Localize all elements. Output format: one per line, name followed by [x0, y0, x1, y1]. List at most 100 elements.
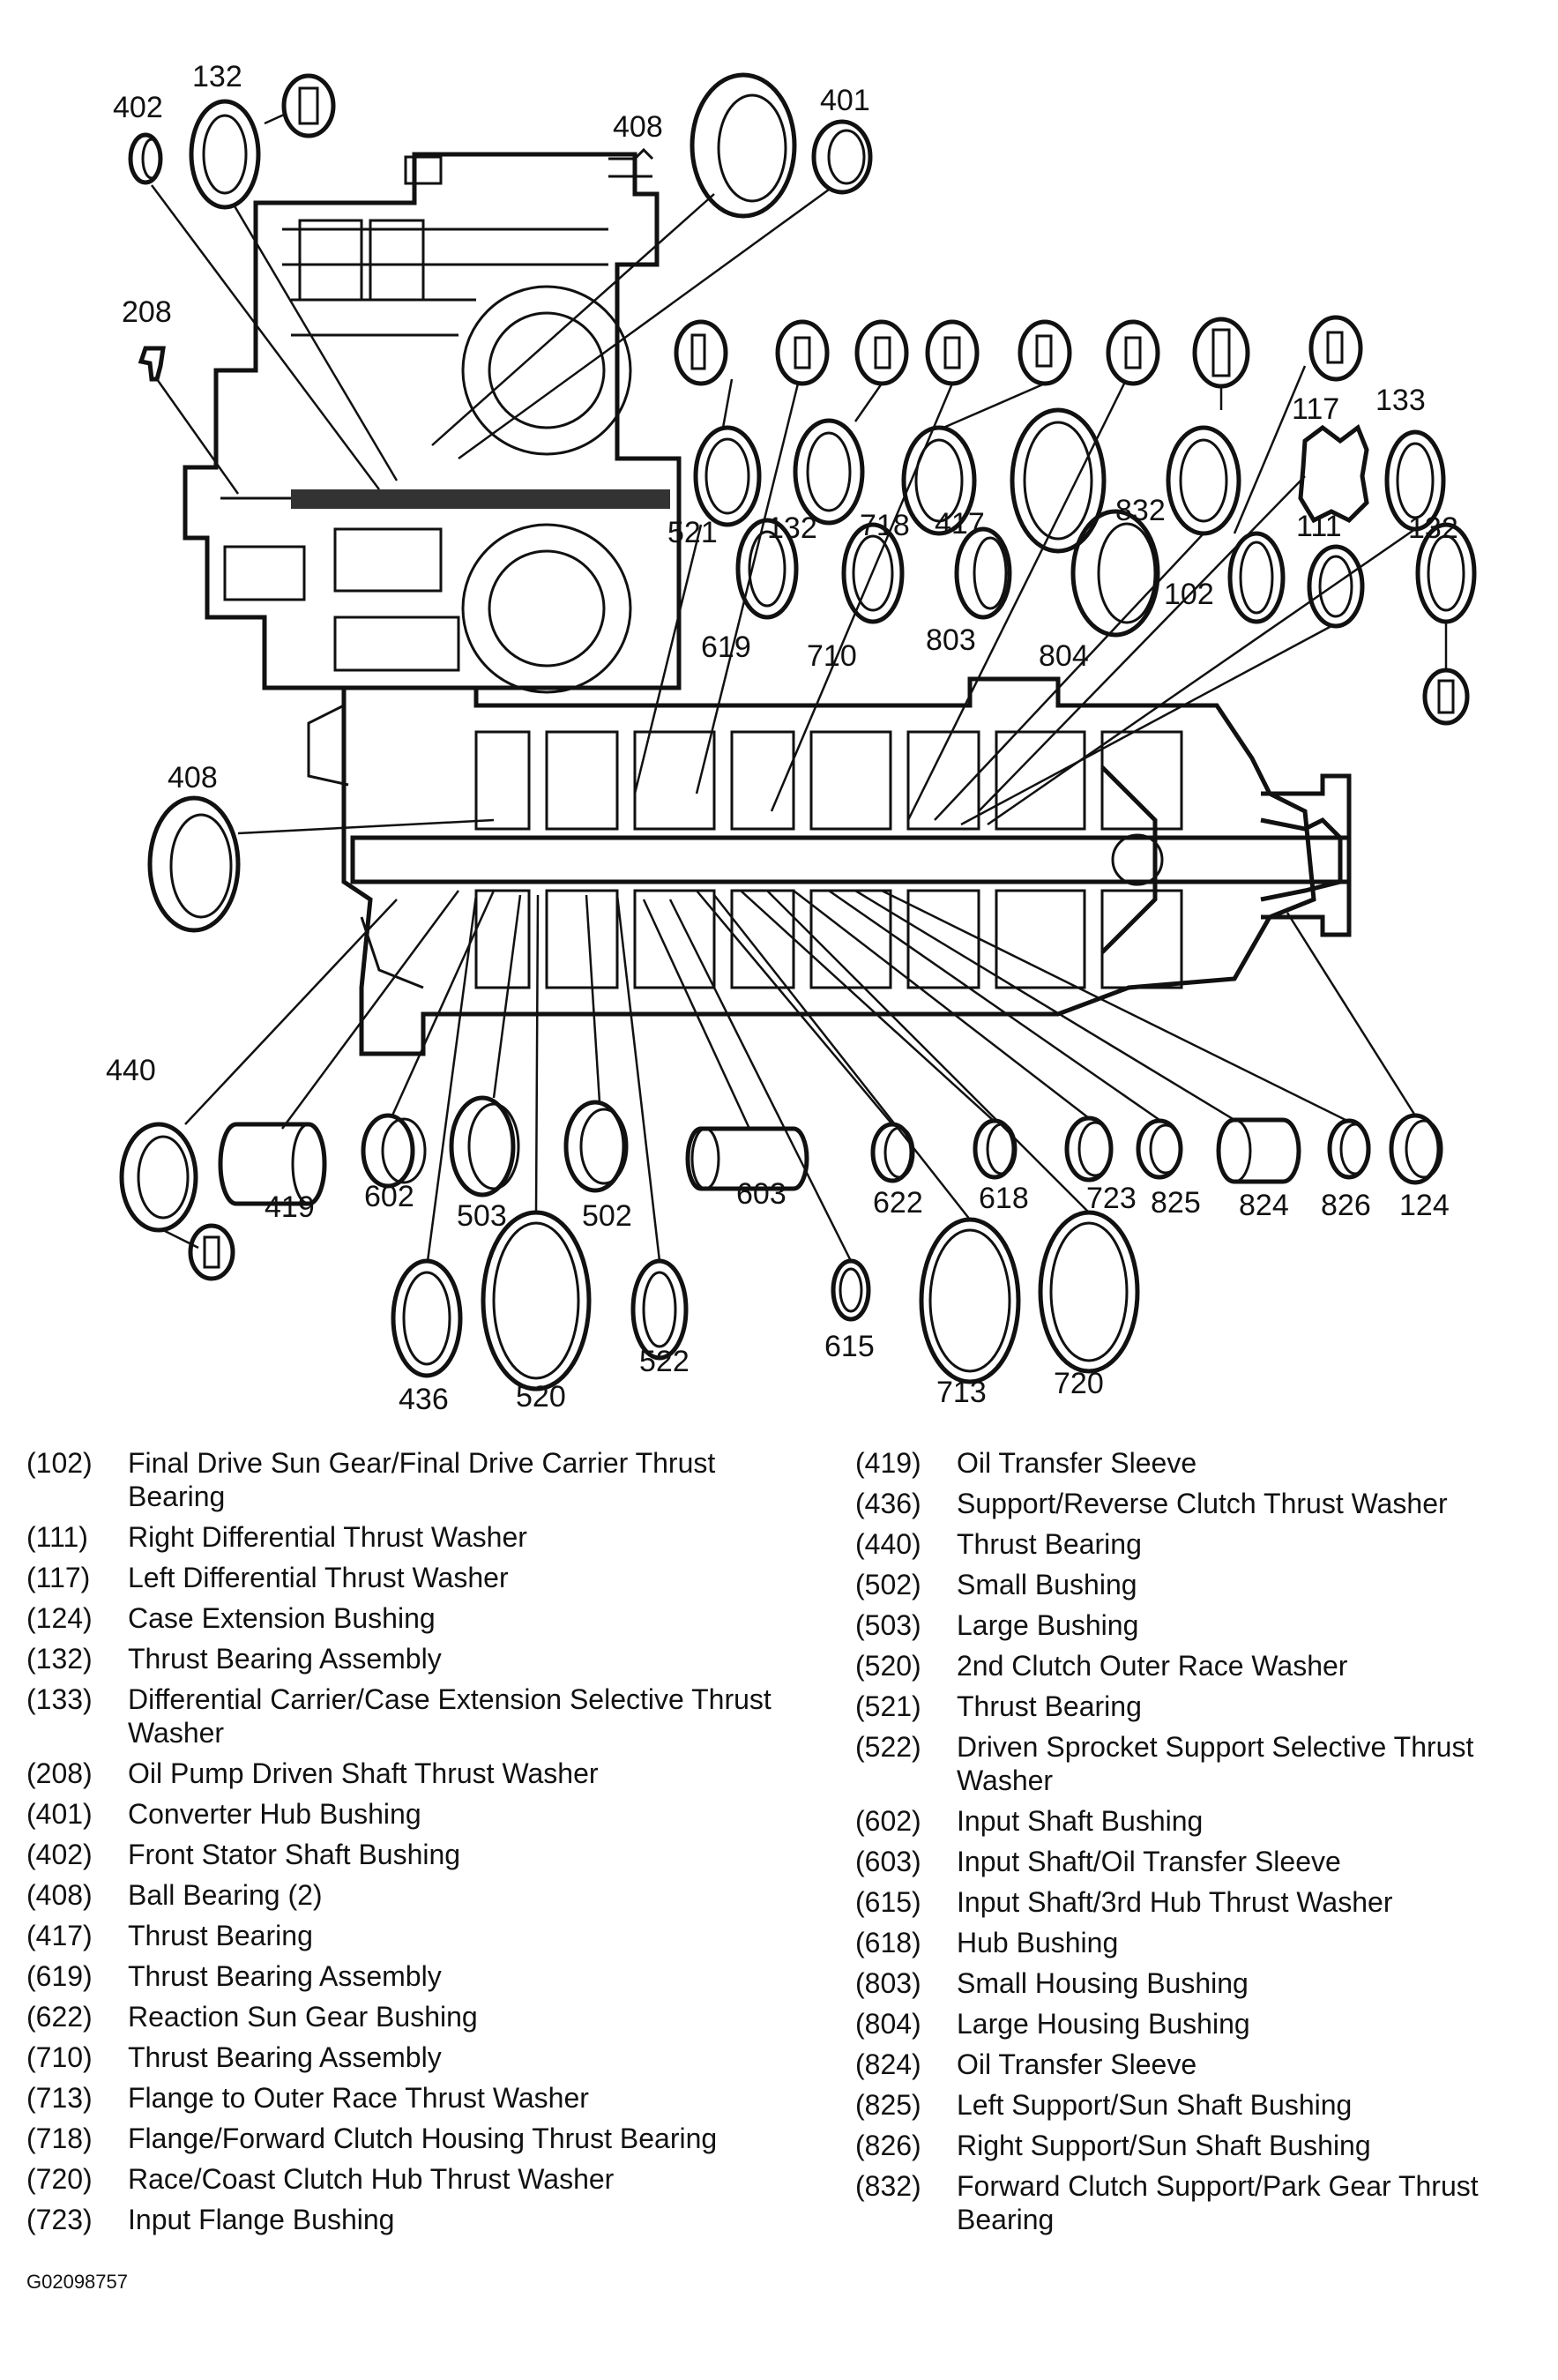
legend-description: Input Shaft/Oil Transfer Sleeve	[957, 1846, 1341, 1877]
legend-number: (117)	[26, 1562, 91, 1593]
callout-710: 710	[807, 639, 857, 673]
legend-entry: (603) Input Shaft/Oil Transfer Sleeve	[855, 1845, 1543, 1878]
legend-entry: (615)Input Shaft/3rd Hub Thrust Washer	[855, 1885, 1543, 1919]
legend-number: (713)	[26, 2082, 93, 2114]
legend-entry: (720) Race/Coast Clutch Hub Thrust Washer	[26, 2162, 820, 2196]
legend-entry: (618)Hub Bushing	[855, 1926, 1543, 1959]
legend-description: Small Housing Bushing	[957, 1967, 1249, 1999]
leader-lines	[150, 113, 1448, 1262]
legend-entry: (133)Differential Carrier/Case Extension…	[26, 1682, 820, 1750]
legend-number: (132)	[26, 1643, 93, 1675]
legend-number: (720)	[26, 2163, 93, 2195]
legend-number: (408)	[26, 1879, 93, 1911]
legend-number: (603)	[855, 1846, 921, 1877]
legend-entry: (520) 2nd Clutch Outer Race Washer	[855, 1649, 1543, 1682]
callout-619: 619	[701, 630, 751, 664]
legend-description: Input Flange Bushing	[128, 2204, 395, 2235]
legend-number: (503)	[855, 1609, 921, 1641]
callout-436: 436	[399, 1383, 449, 1416]
legend-number: (622)	[26, 2001, 93, 2033]
legend-entry: (208)Oil Pump Driven Shaft Thrust Washer	[26, 1757, 820, 1790]
legend-number: (522)	[855, 1731, 921, 1763]
callout-615: 615	[824, 1330, 875, 1363]
legend-entry: (408) Ball Bearing (2)	[26, 1878, 820, 1912]
legend-description: Reaction Sun Gear Bushing	[128, 2001, 478, 2033]
legend-entry: (713)Flange to Outer Race Thrust Washer	[26, 2081, 820, 2115]
legend-entry: (417)Thrust Bearing	[26, 1919, 820, 1952]
callout-102: 102	[1164, 578, 1214, 611]
legend-description: Thrust Bearing Assembly	[128, 2041, 442, 2073]
legend-entry: (803) Small Housing Bushing	[855, 1966, 1543, 2000]
transmission-exploded-diagram: 402 132 408 401 208 117 133 521 132 718 …	[106, 60, 1477, 1416]
callout-132-right: 132	[1408, 511, 1458, 545]
legend-entry: (718)Flange/Forward Clutch Housing Thrus…	[26, 2122, 820, 2155]
legend-description: Support/Reverse Clutch Thrust Washer	[957, 1488, 1448, 1519]
legend-entry: (622) Reaction Sun Gear Bushing	[26, 2000, 820, 2033]
legend-entry: (419)Oil Transfer Sleeve	[855, 1446, 1543, 1480]
legend-description: Large Bushing	[957, 1609, 1139, 1641]
legend-number: (804)	[855, 2008, 921, 2040]
legend-number: (521)	[855, 1690, 921, 1722]
callout-718: 718	[860, 509, 910, 542]
callout-832: 832	[1115, 494, 1166, 527]
legend-entry: (825)Left Support/Sun Shaft Bushing	[855, 2088, 1543, 2122]
legend-description: Race/Coast Clutch Hub Thrust Washer	[128, 2163, 615, 2195]
legend-description: Right Differential Thrust Washer	[128, 1521, 527, 1553]
legend-number: (825)	[855, 2089, 921, 2121]
callout-419: 419	[265, 1190, 315, 1224]
legend-number: (419)	[855, 1447, 921, 1479]
legend-number: (111)	[26, 1521, 88, 1553]
callout-522: 522	[639, 1345, 690, 1378]
legend-number: (723)	[26, 2204, 93, 2235]
callout-603: 603	[736, 1177, 786, 1211]
legend-description: Driven Sprocket Support Selective Thrust…	[957, 1731, 1474, 1796]
transmission-case	[183, 147, 1352, 1056]
legend-entry: (124)Case Extension Bushing	[26, 1601, 820, 1635]
callout-133: 133	[1375, 384, 1426, 417]
legend-description: Right Support/Sun Shaft Bushing	[957, 2130, 1371, 2161]
callout-502: 502	[582, 1199, 632, 1233]
legend-number: (502)	[855, 1569, 921, 1600]
legend-description: 2nd Clutch Outer Race Washer	[957, 1650, 1348, 1682]
legend-description: Oil Pump Driven Shaft Thrust Washer	[128, 1757, 599, 1789]
legend-right-column: (419)Oil Transfer Sleeve (436)Support/Rev…	[855, 1446, 1543, 2243]
legend-description: Converter Hub Bushing	[128, 1798, 421, 1830]
legend-description: Final Drive Sun Gear/Final Drive Carrier…	[128, 1447, 716, 1512]
parts-bottom	[119, 1095, 1443, 1391]
legend-number: (102)	[26, 1447, 93, 1479]
figure-id: G02098757	[26, 2271, 128, 2293]
legend-number: (615)	[855, 1886, 921, 1918]
callout-713: 713	[936, 1376, 987, 1409]
callout-602: 602	[364, 1180, 414, 1213]
legend-description: Ball Bearing (2)	[128, 1879, 323, 1911]
legend-description: Thrust Bearing	[957, 1528, 1142, 1560]
callout-804: 804	[1039, 639, 1089, 673]
legend-entry: (401)Converter Hub Bushing	[26, 1797, 820, 1831]
callout-408-top: 408	[613, 110, 663, 144]
legend-entry: (804)Large Housing Bushing	[855, 2007, 1543, 2041]
legend-entry: (503) Large Bushing	[855, 1608, 1543, 1642]
callout-521: 521	[667, 516, 718, 549]
legend-number: (520)	[855, 1650, 921, 1682]
legend-description: Hub Bushing	[957, 1927, 1119, 1958]
legend-entry: (502)Small Bushing	[855, 1568, 1543, 1601]
callout-402: 402	[113, 91, 163, 124]
legend-description: Case Extension Bushing	[128, 1602, 436, 1634]
callout-408-mid: 408	[168, 761, 218, 795]
legend-description: Thrust Bearing	[128, 1920, 313, 1951]
legend-number: (619)	[26, 1960, 93, 1992]
legend-entry: (102) Final Drive Sun Gear/Final Drive Ca…	[26, 1446, 820, 1513]
legend-number: (718)	[26, 2123, 93, 2154]
legend-entry: (436)Support/Reverse Clutch Thrust Washe…	[855, 1487, 1543, 1520]
legend-description: Input Shaft Bushing	[957, 1805, 1204, 1837]
callout-132-mid: 132	[767, 511, 817, 545]
callout-503: 503	[457, 1199, 507, 1233]
legend-number: (803)	[855, 1967, 921, 1999]
legend-entry: (723) Input Flange Bushing	[26, 2203, 820, 2236]
callout-803: 803	[926, 623, 976, 657]
legend-entry: (710)Thrust Bearing Assembly	[26, 2041, 820, 2074]
callout-124: 124	[1399, 1189, 1450, 1222]
legend-description: Thrust Bearing Assembly	[128, 1643, 442, 1675]
legend-number: (832)	[855, 2170, 921, 2202]
legend-left-column: (102) Final Drive Sun Gear/Final Drive Ca…	[26, 1446, 820, 2243]
